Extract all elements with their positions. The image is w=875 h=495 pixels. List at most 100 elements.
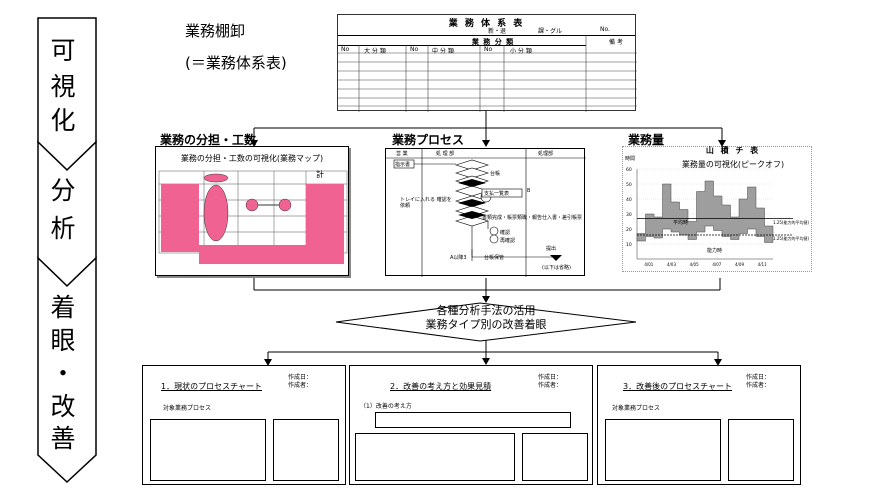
chart-form-current: 1．現状のプロセスチャート 作成日： 作成者： 対象業務プロセス	[142, 365, 346, 485]
inventory-col-minor: 小 分 類	[510, 48, 532, 55]
volume-label-avg: 平均時	[673, 220, 689, 226]
process-col-side: 処理部	[538, 151, 554, 157]
volume-x-tick: 4/05	[690, 262, 699, 267]
inventory-rule	[338, 35, 635, 36]
volume-area-band	[636, 180, 774, 243]
inventory-group-header: 業 務 分 類	[471, 38, 515, 46]
chart-form-improvement-field	[375, 412, 571, 428]
process-node-confirm: 確認	[500, 230, 511, 236]
chart-form-current-date: 作成日：	[288, 374, 313, 381]
process-note-1: 書類完成・帳票類職・報告仕入書・差引帳票	[482, 215, 583, 221]
volume-x-tick: 4/01	[644, 262, 653, 267]
allocation-heading: 業務の分担・工数	[160, 133, 257, 147]
process-heading: 業務プロセス	[392, 133, 465, 147]
chart-form-improvement-panel-main	[355, 433, 515, 481]
process-node-b: B	[527, 188, 531, 194]
inventory-form: 業 務 体 系 表 新・退 課・グル No. 業 務 分 類 備 考 No 大 …	[337, 14, 637, 112]
chart-form-current-author: 作成者：	[288, 382, 313, 389]
inventory-col-no-1: No	[341, 46, 350, 53]
inventory-grid-lines	[338, 35, 637, 112]
chart-form-improvement-date: 作成日：	[538, 374, 563, 381]
chart-form-current-title: 1．現状のプロセスチャート	[161, 382, 263, 391]
inventory-meta-left: 新・退	[488, 28, 507, 35]
process-node-list: 支払一覧表	[484, 191, 510, 197]
volume-y-tick: 40	[626, 197, 632, 203]
volume-x-tick: 4/11	[758, 262, 767, 267]
step-1-char-3: 化	[50, 106, 76, 135]
inventory-col-major: 大 分 類	[364, 48, 386, 55]
volume-label-cap: 能力時	[707, 248, 723, 254]
inventory-remarks-header: 備 考	[609, 39, 623, 46]
process-col-main: 処 理 部	[436, 151, 455, 157]
step-2-char-2: 析	[50, 214, 76, 243]
step-3-char-3: ・	[50, 359, 76, 388]
chart-form-improvement-panel-side	[522, 433, 588, 481]
process-node-order: 指示書	[395, 162, 411, 168]
analysis-line-2: 業務タイプ別の改善着眼	[425, 318, 547, 331]
volume-y-tick: 60	[626, 167, 632, 173]
volume-y-tick: 50	[626, 182, 632, 188]
inventory-col-no-2: No	[410, 46, 419, 53]
process-footer: (以下は省略)	[542, 265, 571, 271]
process-node-ledger: 台帳	[490, 171, 501, 177]
inventory-col-middle: 中 分 類	[432, 48, 454, 55]
volume-x-tick: 4/07	[712, 262, 721, 267]
step-3-char-1: 着	[50, 293, 76, 322]
volume-x-tick: 4/03	[667, 262, 676, 267]
chart-form-after-date: 作成日：	[746, 374, 771, 381]
inventory-subtitle: (＝業務体系表)	[185, 54, 287, 72]
allocation-total: 計	[316, 170, 324, 179]
chart-form-after-panel-side	[728, 419, 794, 481]
allocation-caption: 業務の分担・工数の可視化(業務マップ)	[180, 154, 324, 163]
chart-form-improvement: 2．改善の考え方と効果見積 作成日： 作成者： （1）改善の考え方	[349, 365, 593, 485]
chart-form-after: 3．改善後のプロセスチャート 作成日： 作成者： 対象業務プロセス	[597, 365, 801, 485]
step-3-char-5: 善	[50, 424, 76, 453]
chart-form-improvement-subject: （1）改善の考え方	[360, 403, 412, 410]
inventory-doc-title: 業 務 体 系 表	[448, 19, 525, 29]
chart-form-improvement-title: 2．改善の考え方と効果見積	[390, 382, 492, 391]
process-note-4: 台帳保管	[484, 255, 505, 261]
step-1-char-2: 視	[50, 72, 76, 101]
volume-x-tick: 4/09	[735, 262, 744, 267]
inventory-col-no-3: No	[484, 46, 493, 53]
step-arrow-shapes	[37, 17, 97, 484]
chart-form-current-subject: 対象業務プロセス	[163, 405, 212, 412]
step-3-char-4: 改	[50, 392, 76, 421]
process-col-left: 営 業	[396, 151, 408, 157]
analysis-hexagon	[335, 302, 637, 342]
volume-y-unit: 時間	[625, 156, 636, 162]
allocation-graphic	[158, 170, 348, 264]
chart-form-current-panel-main	[150, 419, 266, 481]
volume-chart: 山 積 チ 表 業務量の可視化(ピークオフ) 時間 60 50 40 30 20 10 4/…	[622, 146, 812, 272]
process-chart: 処 理 部 処理部 営 業 指示書 台帳 支払一覧表 B トレイに入れる 確認を…	[385, 148, 586, 277]
process-note-2: 提出	[546, 246, 557, 252]
chart-form-after-author: 作成者：	[746, 382, 771, 389]
process-node-tray: トレイに入れる 確認を依頼	[400, 197, 452, 209]
process-chart-graphic	[386, 149, 586, 277]
volume-y-tick: 20	[626, 227, 632, 233]
step-3-char-2: 眼	[50, 326, 76, 355]
chart-form-after-panel-main	[605, 419, 721, 481]
volume-y-tick: 30	[626, 212, 632, 218]
volume-right-label-2: 1.25(能力的平均値)	[773, 236, 810, 241]
process-note-3: A以降3	[450, 255, 467, 261]
inventory-title: 業務棚卸	[185, 22, 246, 40]
chart-form-after-subject: 対象業務プロセス	[612, 405, 661, 412]
inventory-rule	[338, 45, 586, 46]
chart-form-current-panel-side	[273, 419, 339, 481]
chart-form-after-title: 3．改善後のプロセスチャート	[623, 382, 733, 391]
process-node-reconfirm: 再確認	[500, 238, 516, 244]
volume-chart-plot: 60 50 40 30 20 10 4/01 4/03 4/05 4/07 4/09 4/11	[626, 167, 793, 267]
step-2-char-1: 分	[50, 176, 76, 205]
volume-caption-top: 山 積 チ 表	[705, 146, 761, 155]
chart-form-improvement-author: 作成者：	[538, 382, 563, 389]
analysis-line-1: 各種分析手法の活用	[436, 304, 536, 317]
volume-caption: 業務量の可視化(ピークオフ)	[681, 160, 785, 169]
allocation-map: 業務の分担・工数の可視化(業務マップ) 計	[155, 146, 349, 276]
volume-heading: 業務量	[628, 133, 665, 147]
volume-right-label-1: 1.25(能力的平均値)	[773, 220, 810, 225]
inventory-meta-mid: 課・グル	[538, 28, 563, 35]
volume-y-tick: 10	[626, 242, 632, 248]
step-1-char-1: 可	[50, 36, 76, 65]
